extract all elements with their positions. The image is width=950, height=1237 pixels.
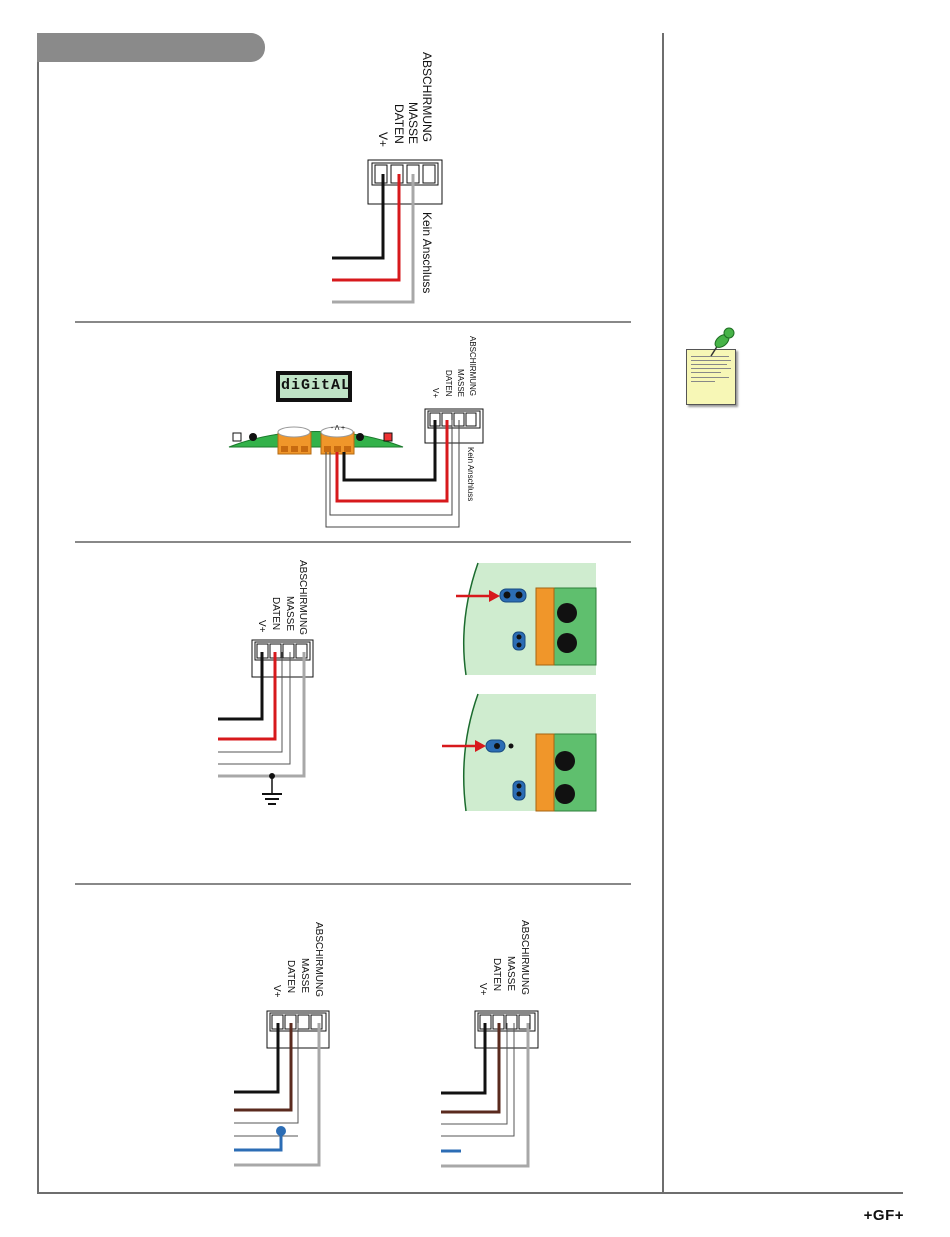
gf-logo: +GF+ <box>864 1207 904 1224</box>
